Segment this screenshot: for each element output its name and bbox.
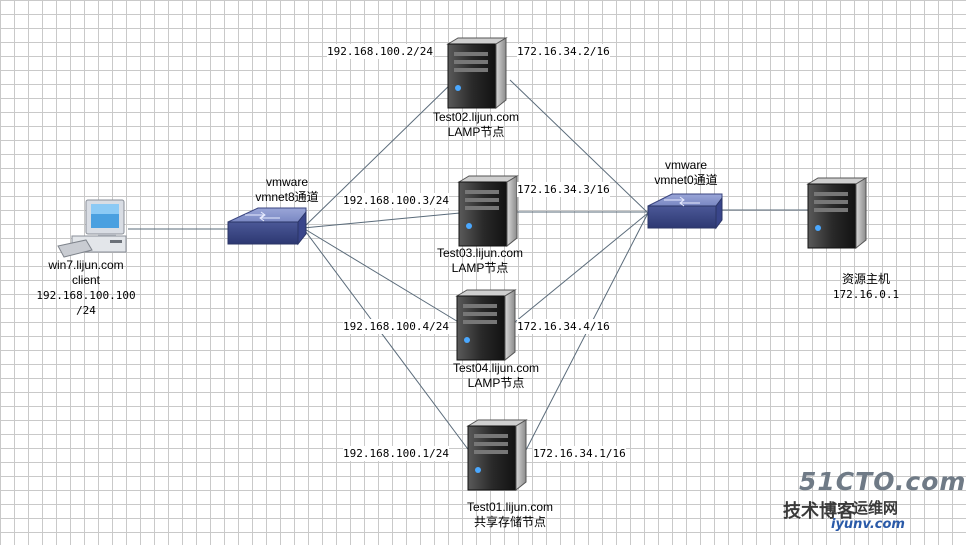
resource-host-ip: 172.16.0.1 [832,288,900,301]
test02-hostname: Test02.lijun.com [432,110,520,124]
test04-labels: Test04.lijun.com LAMP节点 [453,361,539,391]
test03-ip-left: 192.168.100.3/24 [343,193,449,208]
resource-host-name: 资源主机 [841,272,891,286]
client-hostname: win7.lijun.com [48,258,124,272]
link-test02-switch0 [509,79,649,214]
test03-hostname: Test03.lijun.com [436,246,524,260]
test03-ip-right: 172.16.34.3/16 [517,182,610,197]
test04-hostname: Test04.lijun.com [452,361,540,375]
test04-ip-left: 192.168.100.4/24 [343,319,449,334]
test02-ip-right: 172.16.34.2/16 [517,44,610,59]
switch-vmnet0-icon [647,193,723,230]
watermark-line-a: 技术博客 [783,501,855,522]
test03-labels: Test03.lijun.com LAMP节点 [437,246,523,276]
switch-vmnet8-line1: vmware [265,175,309,189]
server-test01-icon [466,419,528,492]
watermark-logo: 51CTO.com 技术博客 运维网 iyunv.com [771,467,965,537]
test02-labels: Test02.lijun.com LAMP节点 [433,110,519,140]
client-role: client [71,273,100,287]
server-resource-host-icon [806,177,868,250]
watermark-brand: 51CTO.com [799,467,966,496]
test01-ip-left: 192.168.100.1/24 [343,446,449,461]
test03-role: LAMP节点 [451,261,509,275]
test01-role: 共享存储节点 [473,515,547,529]
test01-ip-right: 172.16.34.1/16 [533,446,626,461]
watermark-line-b: 运维网 [853,499,899,517]
link-switch8-test03 [302,212,461,229]
link-switch8-test04 [302,227,461,324]
link-test04-switch0 [514,212,649,323]
test02-ip-left: 192.168.100.2/24 [327,44,433,59]
test01-hostname: Test01.lijun.com [466,500,554,514]
test04-ip-right: 172.16.34.4/16 [517,319,610,334]
switch-vmnet8-icon [227,207,307,246]
server-test02-icon [446,37,508,110]
client-ip-mask: /24 [76,304,96,317]
network-diagram [57,37,868,492]
link-switch8-test02 [302,79,456,229]
resource-host-labels: 资源主机 172.16.0.1 [833,272,899,302]
watermark-url: iyunv.com [831,517,905,532]
client-ip: 192.168.100.100 [36,289,136,302]
switch-vmnet8-label: vmware vmnet8通道 [255,175,318,205]
server-test03-icon [457,175,519,248]
switch-vmnet0-line1: vmware [664,158,708,172]
desktop-computer-icon [57,199,127,258]
test01-labels: Test01.lijun.com 共享存储节点 [467,500,553,530]
switch-vmnet0-label: vmware vmnet0通道 [654,158,717,188]
test02-role: LAMP节点 [447,125,505,139]
link-switch8-test01 [302,227,471,453]
client-labels: win7.lijun.com client 192.168.100.100 /2… [36,258,135,318]
test04-role: LAMP节点 [467,376,525,390]
switch-vmnet0-line2: vmnet0通道 [654,173,718,187]
switch-vmnet8-line2: vmnet8通道 [255,190,319,204]
server-test04-icon [455,289,517,362]
